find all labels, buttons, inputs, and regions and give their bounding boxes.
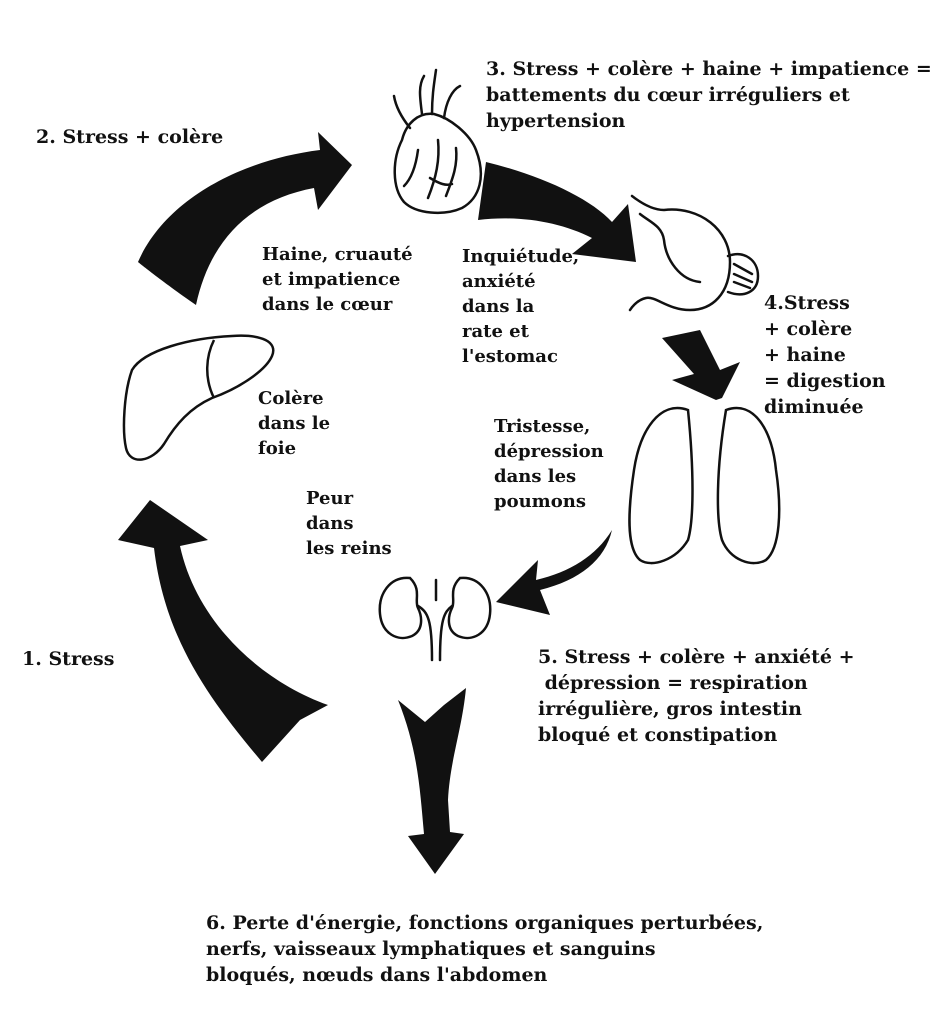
step-4-line: diminuée <box>764 396 864 418</box>
stomach-icon <box>628 194 760 312</box>
heart-icon <box>392 68 483 214</box>
emotion-liver-line: Colère <box>258 388 324 409</box>
emotion-kidneys-line: Peur <box>306 488 354 509</box>
liver-icon <box>122 334 275 461</box>
step-4-label: 4.Stress + colère + haine = digestion di… <box>764 290 886 420</box>
step-4-line: + haine <box>764 344 846 366</box>
emotion-heart-line: dans le cœur <box>262 294 393 315</box>
arrow-lungs-to-kidneys <box>496 530 612 615</box>
kidneys-icon <box>378 576 492 662</box>
emotion-stomach-line: rate et <box>462 321 529 342</box>
step-6-line: bloqués, nœuds dans l'abdomen <box>206 964 548 986</box>
lungs-icon <box>628 406 781 565</box>
emotion-stomach-label: Inquiétude, anxiété dans la rate et l'es… <box>462 244 579 369</box>
emotion-kidneys-line: dans <box>306 513 354 534</box>
step-3-label: 3. Stress + colère + haine + impatience … <box>486 56 932 134</box>
step-6-line: 6. Perte d'énergie, fonctions organiques… <box>206 912 764 934</box>
step-4-line: + colère <box>764 318 853 340</box>
step-1-label: 1. Stress <box>22 646 114 672</box>
step-6-label: 6. Perte d'énergie, fonctions organiques… <box>206 910 763 988</box>
step-5-line: 5. Stress + colère + anxiété + <box>538 646 855 668</box>
emotion-kidneys-line: les reins <box>306 538 392 559</box>
emotion-stomach-line: anxiété <box>462 271 536 292</box>
step-2-label: 2. Stress + colère <box>36 124 223 150</box>
emotion-lungs-line: Tristesse, <box>494 416 591 437</box>
arrow-stress-to-liver <box>118 500 328 762</box>
step-5-line: bloqué et constipation <box>538 724 778 746</box>
arrow-liver-to-heart <box>138 132 352 305</box>
emotion-liver-line: foie <box>258 438 297 459</box>
arrow-heart-to-stomach <box>478 162 636 262</box>
emotion-stomach-line: dans la <box>462 296 535 317</box>
step-3-line: hypertension <box>486 110 626 132</box>
emotion-stomach-line: Inquiétude, <box>462 246 580 267</box>
emotion-lungs-label: Tristesse, dépression dans les poumons <box>494 414 604 514</box>
emotion-liver-line: dans le <box>258 413 331 434</box>
step-4-line: 4.Stress <box>764 292 850 314</box>
emotion-lungs-line: dans les <box>494 466 577 487</box>
arrow-stomach-to-lungs <box>662 330 740 400</box>
emotion-lungs-line: dépression <box>494 441 604 462</box>
step-3-line: battements du cœur irréguliers et <box>486 84 850 106</box>
emotion-heart-line: Haine, cruauté <box>262 244 413 265</box>
emotion-heart-line: et impatience <box>262 269 401 290</box>
step-5-line: dépression = respiration <box>538 672 808 694</box>
step-4-line: = digestion <box>764 370 886 392</box>
emotion-stomach-line: l'estomac <box>462 346 558 367</box>
emotion-lungs-line: poumons <box>494 491 586 512</box>
step-2-line: 2. Stress + colère <box>36 126 224 148</box>
step-1-line: 1. Stress <box>22 648 115 670</box>
emotion-heart-label: Haine, cruauté et impatience dans le cœu… <box>262 242 413 317</box>
emotion-kidneys-label: Peur dans les reins <box>306 486 392 561</box>
step-6-line: nerfs, vaisseaux lymphatiques et sanguin… <box>206 938 656 960</box>
step-5-line: irrégulière, gros intestin <box>538 698 802 720</box>
arrow-kidneys-to-abdomen <box>398 688 466 874</box>
step-5-label: 5. Stress + colère + anxiété + dépressio… <box>538 644 855 748</box>
emotion-liver-label: Colère dans le foie <box>258 386 330 461</box>
step-3-line: 3. Stress + colère + haine + impatience … <box>486 58 932 80</box>
